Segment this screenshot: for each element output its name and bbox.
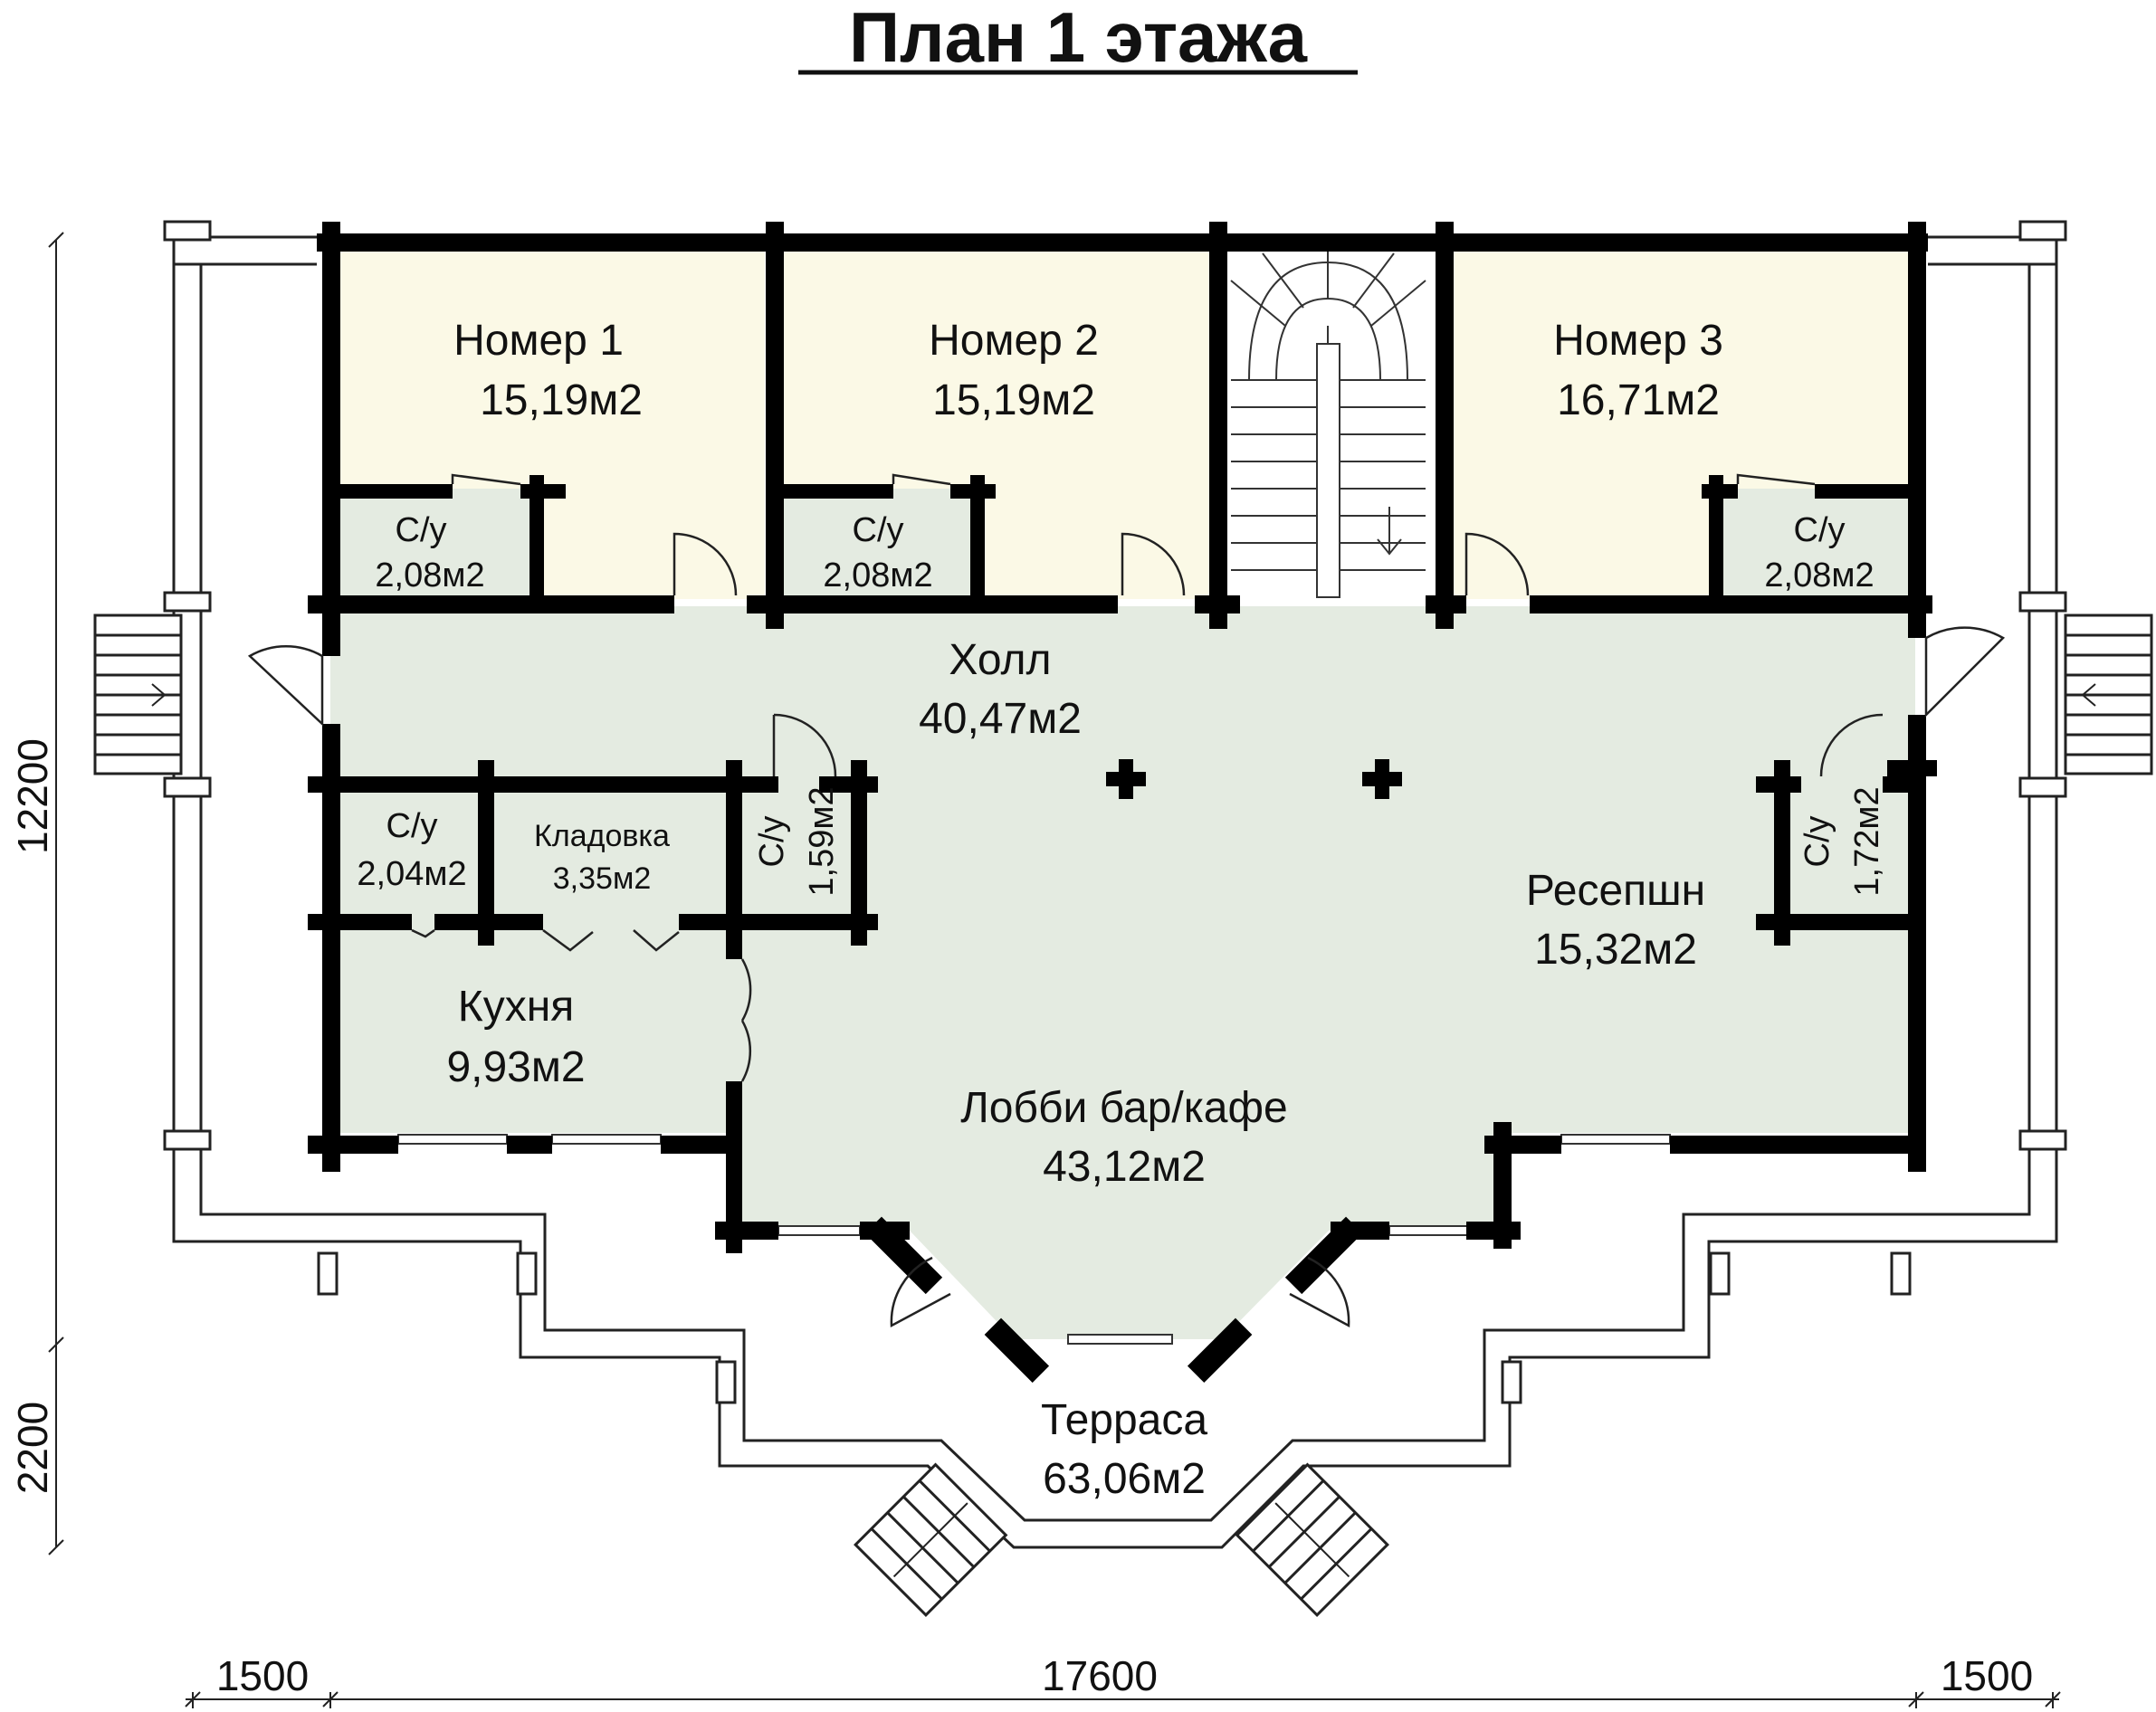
wc1-area: 2,08м2: [375, 556, 484, 594]
wc-center-name: С/у: [753, 816, 791, 868]
wc-left-area: 2,04м2: [357, 855, 466, 893]
storage-area: 3,35м2: [553, 861, 651, 896]
wc-center-area: 1,59м2: [803, 786, 841, 896]
room-labels: Номер 1 15,19м2 Номер 2 15,19м2 Номер 3 …: [357, 317, 1886, 1503]
wc3-name: С/у: [1794, 511, 1846, 549]
terrace-area: 63,06м2: [1043, 1455, 1206, 1503]
dim-width-main: 17600: [1042, 1652, 1158, 1699]
wc1-fill: [330, 489, 531, 599]
hall-area: 40,47м2: [919, 695, 1082, 743]
dim-height-terrace: 2200: [9, 1402, 56, 1494]
wc1-name: С/у: [396, 511, 447, 549]
wc2-name: С/у: [853, 511, 904, 549]
terrace-steps-left: [854, 1462, 1008, 1617]
room-fills: [330, 246, 1915, 1339]
terrace-outline: [163, 220, 2067, 1549]
column-right: [1362, 759, 1402, 799]
hall-name: Холл: [949, 636, 1051, 684]
dimension-labels: 12200 2200 1500 17600 1500: [9, 738, 2033, 1699]
reception-name: Ресепшн: [1526, 867, 1705, 915]
storage-name: Кладовка: [534, 819, 670, 853]
lobby-area: 43,12м2: [1043, 1143, 1206, 1191]
wc3-fill: [1714, 489, 1915, 599]
reception-area: 15,32м2: [1534, 926, 1697, 974]
dim-width-right: 1500: [1941, 1652, 2033, 1699]
room2-name: Номер 2: [929, 317, 1099, 365]
doors: [247, 473, 2006, 1328]
lobby-fill: [740, 1133, 1503, 1339]
kitchen-area: 9,93м2: [446, 1043, 585, 1091]
plan-title: План 1 этажа: [798, 0, 1358, 77]
wc-right-name: С/у: [1798, 816, 1836, 868]
room1-name: Номер 1: [453, 317, 624, 365]
wc3-area: 2,08м2: [1764, 556, 1874, 594]
dim-width-left: 1500: [216, 1652, 309, 1699]
room2-area: 15,19м2: [932, 376, 1095, 424]
right-steps: [2064, 613, 2153, 775]
room1-area: 15,19м2: [480, 376, 643, 424]
dimension-lines: [48, 232, 2061, 1708]
terrace-name: Терраса: [1041, 1396, 1207, 1444]
hall-fill: [330, 606, 1915, 1133]
title-text: План 1 этажа: [849, 0, 1308, 77]
kitchen-name: Кухня: [458, 983, 574, 1031]
room3-name: Номер 3: [1553, 317, 1723, 365]
staircase: [1230, 249, 1426, 598]
left-steps: [93, 613, 183, 775]
wc-left-name: С/у: [386, 807, 438, 845]
terrace-steps-right: [1235, 1462, 1389, 1617]
column-left: [1106, 759, 1146, 799]
lobby-name: Лобби бар/кафе: [960, 1084, 1287, 1132]
wc2-fill: [775, 489, 976, 599]
wc-right-area: 1,72м2: [1848, 786, 1886, 896]
walls: [308, 222, 1937, 1384]
wc2-area: 2,08м2: [823, 556, 932, 594]
room3-area: 16,71м2: [1557, 376, 1720, 424]
dim-height-main: 12200: [9, 738, 56, 854]
